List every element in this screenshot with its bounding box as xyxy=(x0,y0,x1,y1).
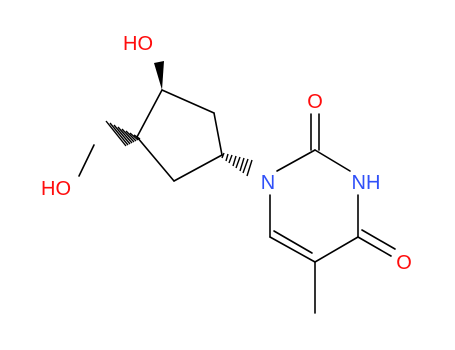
bond-ch2-oh xyxy=(78,144,95,177)
atom-label-nh: NH xyxy=(352,172,381,194)
bond-c4-o4-double xyxy=(361,229,396,250)
bond-ring-c1-c2 xyxy=(161,89,215,114)
bond-c4-c5 xyxy=(314,236,359,263)
bond-c4-o4 xyxy=(357,236,392,257)
atom-label-ho-top: HO xyxy=(123,33,153,55)
bond-ring-c3-c4 xyxy=(173,154,223,182)
atom-label-n1: N xyxy=(261,172,275,194)
bond-ring-c5-c1 xyxy=(136,89,163,138)
bond-c5-c6-double xyxy=(273,230,313,254)
bond-c2-n3 xyxy=(314,149,351,172)
atom-label-ho-left: HO xyxy=(41,178,71,200)
hashed-bond-c3-n1 xyxy=(221,152,253,177)
hashed-bond-c5-ch2 xyxy=(105,120,141,147)
bond-c5-c6 xyxy=(269,236,316,263)
bond-n1-c2 xyxy=(276,149,316,172)
atom-label-o4: O xyxy=(396,252,412,274)
wedge-bond-c1-oh xyxy=(154,61,164,90)
bond-ring-c2-c3 xyxy=(213,112,223,156)
bond-ring-c4-c5 xyxy=(136,136,175,182)
atom-label-o2: O xyxy=(307,91,323,113)
